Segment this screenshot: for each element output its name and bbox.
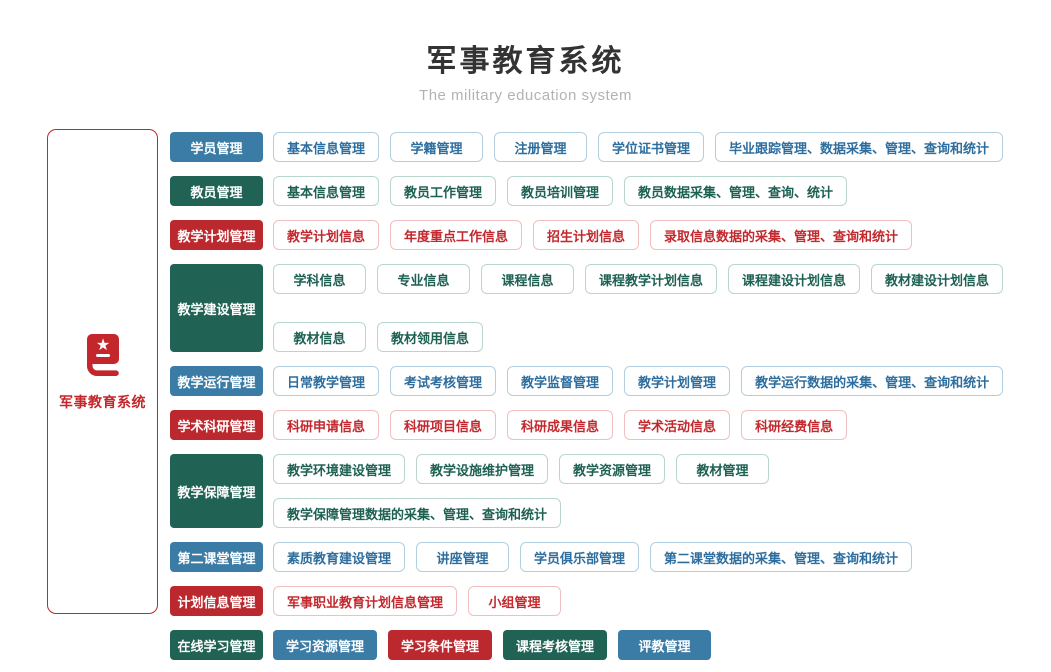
subitem-group: 军事职业教育计划信息管理 小组管理 [273, 586, 562, 616]
subitem-group: 学习资源管理 学习条件管理 课程考核管理 评教管理 [273, 630, 712, 660]
book-star-icon: ★ [79, 332, 127, 385]
subitem-button[interactable]: 课程建设计划信息 [728, 264, 861, 294]
subitem-button[interactable]: 教材建设计划信息 [871, 264, 1004, 294]
subitem-button[interactable]: 年度重点工作信息 [390, 220, 523, 250]
category-button[interactable]: 教学保障管理 [170, 454, 263, 528]
subitem-button[interactable]: 教学保障管理数据的采集、管理、查询和统计 [273, 498, 562, 528]
subitem-button[interactable]: 军事职业教育计划信息管理 [273, 586, 458, 616]
subitem-group: 基本信息管理 学籍管理 注册管理 学位证书管理 毕业跟踪管理、数据采集、管理、查… [273, 132, 1004, 162]
category-button[interactable]: 学术科研管理 [170, 410, 263, 440]
subitem-button[interactable]: 学位证书管理 [598, 132, 705, 162]
subitem-group: 教学环境建设管理 教学设施维护管理 教学资源管理 教材管理 教学保障管理数据的采… [273, 454, 1051, 528]
subitem-button[interactable]: 学习条件管理 [388, 630, 493, 660]
category-button[interactable]: 计划信息管理 [170, 586, 263, 616]
subitem-button[interactable]: 学习资源管理 [273, 630, 378, 660]
subitem-button[interactable]: 科研申请信息 [273, 410, 380, 440]
category-button[interactable]: 学员管理 [170, 132, 263, 162]
subitem-button[interactable]: 科研项目信息 [390, 410, 497, 440]
subitem-button[interactable]: 基本信息管理 [273, 132, 380, 162]
subitem-button[interactable]: 学籍管理 [390, 132, 484, 162]
module-row-teaching-construction-mgmt: 教学建设管理 学科信息 专业信息 课程信息 课程教学计划信息 课程建设计划信息 … [170, 264, 1051, 352]
subitem-button[interactable]: 日常教学管理 [273, 366, 380, 396]
category-button[interactable]: 教员管理 [170, 176, 263, 206]
subitem-group: 学科信息 专业信息 课程信息 课程教学计划信息 课程建设计划信息 教材建设计划信… [273, 264, 1051, 352]
module-row-academic-research-mgmt: 学术科研管理 科研申请信息 科研项目信息 科研成果信息 学术活动信息 科研经费信… [170, 410, 1051, 440]
subitem-button[interactable]: 教员工作管理 [390, 176, 497, 206]
subitem-button[interactable]: 科研经费信息 [741, 410, 848, 440]
page-title: 军事教育系统 [426, 45, 625, 78]
subitem-button[interactable]: 教学监督管理 [507, 366, 614, 396]
subitem-button[interactable]: 考试考核管理 [390, 366, 497, 396]
module-row-online-learning-mgmt: 在线学习管理 学习资源管理 学习条件管理 课程考核管理 评教管理 [170, 630, 1051, 660]
system-root-label: 军事教育系统 [59, 393, 146, 410]
svg-text:★: ★ [95, 337, 109, 354]
subitem-group: 素质教育建设管理 讲座管理 学员俱乐部管理 第二课堂数据的采集、管理、查询和统计 [273, 542, 913, 572]
diagram-area: ★ 军事教育系统 学员管理 基本信息管理 学籍管理 注册管理 学位证书管理 毕业… [47, 129, 1051, 660]
subitem-button[interactable]: 讲座管理 [416, 542, 510, 572]
subitem-button[interactable]: 教员培训管理 [507, 176, 614, 206]
page-subtitle: The military education system [419, 87, 632, 104]
module-row-student-mgmt: 学员管理 基本信息管理 学籍管理 注册管理 学位证书管理 毕业跟踪管理、数据采集… [170, 132, 1051, 162]
module-row-plan-info-mgmt: 计划信息管理 军事职业教育计划信息管理 小组管理 [170, 586, 1051, 616]
subitem-button[interactable]: 教材领用信息 [377, 322, 484, 352]
subitem-button[interactable]: 注册管理 [494, 132, 588, 162]
subitem-button[interactable]: 学术活动信息 [624, 410, 731, 440]
subitem-button[interactable]: 评教管理 [618, 630, 712, 660]
module-row-teaching-support-mgmt: 教学保障管理 教学环境建设管理 教学设施维护管理 教学资源管理 教材管理 教学保… [170, 454, 1051, 528]
subitem-button[interactable]: 学员俱乐部管理 [520, 542, 640, 572]
subitem-button[interactable]: 教材信息 [273, 322, 366, 352]
subitem-button[interactable]: 教材管理 [676, 454, 770, 484]
subitem-button[interactable]: 课程教学计划信息 [585, 264, 718, 294]
subitem-group: 基本信息管理 教员工作管理 教员培训管理 教员数据采集、管理、查询、统计 [273, 176, 848, 206]
module-row-teaching-operation-mgmt: 教学运行管理 日常教学管理 考试考核管理 教学监督管理 教学计划管理 教学运行数… [170, 366, 1051, 396]
subitem-button[interactable]: 教学运行数据的采集、管理、查询和统计 [741, 366, 1004, 396]
subitem-group: 教学计划信息 年度重点工作信息 招生计划信息 录取信息数据的采集、管理、查询和统… [273, 220, 913, 250]
category-button[interactable]: 在线学习管理 [170, 630, 263, 660]
subitem-button[interactable]: 录取信息数据的采集、管理、查询和统计 [650, 220, 913, 250]
subitem-button[interactable]: 第二课堂数据的采集、管理、查询和统计 [650, 542, 913, 572]
subitem-button[interactable]: 教学计划信息 [273, 220, 380, 250]
subitem-button[interactable]: 课程信息 [481, 264, 574, 294]
system-root-panel: ★ 军事教育系统 [47, 129, 158, 614]
subitem-button[interactable]: 招生计划信息 [533, 220, 640, 250]
subitem-button[interactable]: 专业信息 [377, 264, 470, 294]
subitem-button[interactable]: 毕业跟踪管理、数据采集、管理、查询和统计 [715, 132, 1004, 162]
category-button[interactable]: 教学建设管理 [170, 264, 263, 352]
subitem-button[interactable]: 教学计划管理 [624, 366, 731, 396]
category-button[interactable]: 教学计划管理 [170, 220, 263, 250]
subitem-button[interactable]: 教员数据采集、管理、查询、统计 [624, 176, 848, 206]
subitem-button[interactable]: 基本信息管理 [273, 176, 380, 206]
module-rows: 学员管理 基本信息管理 学籍管理 注册管理 学位证书管理 毕业跟踪管理、数据采集… [170, 132, 1051, 660]
subitem-group: 日常教学管理 考试考核管理 教学监督管理 教学计划管理 教学运行数据的采集、管理… [273, 366, 1004, 396]
subitem-button[interactable]: 素质教育建设管理 [273, 542, 406, 572]
subitem-button[interactable]: 教学环境建设管理 [273, 454, 406, 484]
category-button[interactable]: 教学运行管理 [170, 366, 263, 396]
module-row-teacher-mgmt: 教员管理 基本信息管理 教员工作管理 教员培训管理 教员数据采集、管理、查询、统… [170, 176, 1051, 206]
module-row-second-classroom-mgmt: 第二课堂管理 素质教育建设管理 讲座管理 学员俱乐部管理 第二课堂数据的采集、管… [170, 542, 1051, 572]
subitem-button[interactable]: 教学设施维护管理 [416, 454, 549, 484]
category-button[interactable]: 第二课堂管理 [170, 542, 263, 572]
subitem-button[interactable]: 科研成果信息 [507, 410, 614, 440]
subitem-button[interactable]: 小组管理 [468, 586, 562, 616]
subitem-group: 科研申请信息 科研项目信息 科研成果信息 学术活动信息 科研经费信息 [273, 410, 848, 440]
subitem-button[interactable]: 教学资源管理 [559, 454, 666, 484]
subitem-button[interactable]: 学科信息 [273, 264, 366, 294]
module-row-teaching-plan-mgmt: 教学计划管理 教学计划信息 年度重点工作信息 招生计划信息 录取信息数据的采集、… [170, 220, 1051, 250]
subitem-button[interactable]: 课程考核管理 [503, 630, 608, 660]
